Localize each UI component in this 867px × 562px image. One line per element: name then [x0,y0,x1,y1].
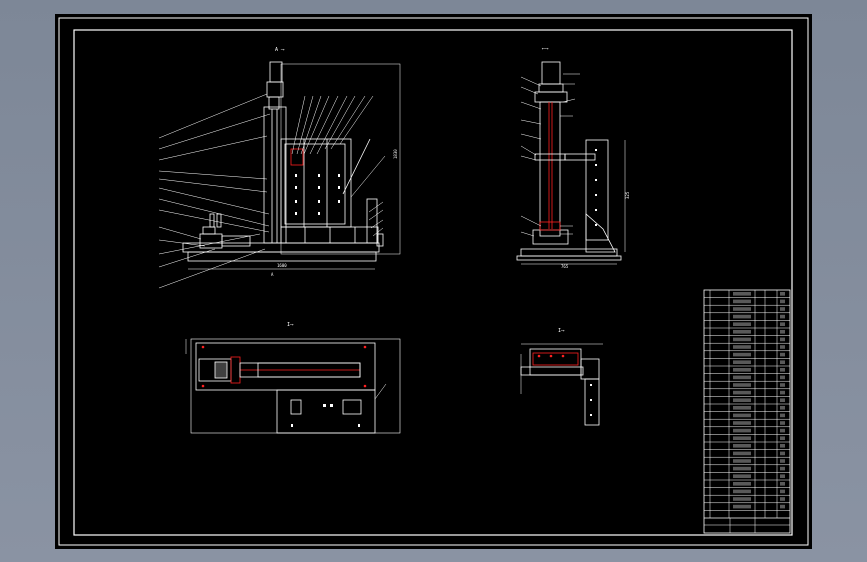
bom-cell-text [780,345,785,349]
bom-cell-text [780,375,785,380]
bom-cell-text [780,398,785,402]
detail-view-label: I⟶ [558,328,565,334]
bom-cell-text [733,489,751,494]
bom-cell-text [780,436,785,440]
bom-cell-text [780,421,785,425]
bom-cell-text [780,352,785,357]
plan-view-label: I⟶ [287,322,294,328]
bom-cell-text [733,368,751,372]
bom-cell-text [780,474,785,478]
bom-cell-text [733,436,751,440]
bom-cell-text [780,368,785,372]
bom-cell-text [780,444,785,448]
bom-cell-text [780,413,785,418]
bom-cell-text [733,314,751,319]
bom-cell-text [780,360,785,364]
bom-cell-text [780,504,785,509]
bom-cell-text [780,489,785,494]
bom-cell-text [780,292,785,296]
bom-cell-text [780,330,785,334]
bom-cell-text [780,337,785,342]
drawing-svg: A ⟶ [58,17,809,546]
bom-cell-text [780,307,785,311]
bom-cell-text [780,451,785,456]
side-height-dim: 325 [625,191,630,199]
bom-cell-text [733,360,751,364]
bom-cell-text [733,413,751,418]
detail-view: I⟶ [520,328,603,426]
bom-cell-text [733,337,751,342]
bom-cell-text [733,322,751,326]
bom-cell-text [733,292,751,296]
bom-cell-text [733,421,751,425]
bom-cell-text [780,497,785,501]
bom-cell-text [780,383,785,387]
bom-cell-text [733,383,751,387]
bom-cell-text [733,352,751,357]
outer-frame [58,17,809,546]
bom-cell-text [780,390,785,395]
bom-cell-text [780,428,785,433]
bom-cell-text [780,466,785,471]
section-mark-a: A [271,272,274,277]
bom-cell-text [780,314,785,319]
side-view-label: ⟵⟶ [541,46,549,52]
bom-cell-text [733,504,751,509]
bom-cell-text [733,428,751,433]
plan-view: I⟶ [185,322,401,434]
front-view: A ⟶ [158,47,401,289]
bom-cell-text [733,482,751,486]
front-height-dim: 1830 [393,149,398,159]
bom-cell-text [733,375,751,380]
bom-cell-text [780,482,785,486]
bom-cell-text [733,466,751,471]
bom-cell-text [733,398,751,402]
bom-cell-text [733,451,751,456]
bom-cell-text [733,459,751,463]
bom-cell-text [733,299,751,304]
bom-cell-text [733,497,751,501]
front-width-dim: 1600 [277,263,287,268]
bom-cell-text [733,330,751,334]
bom-cell-text [780,299,785,304]
side-width-dim: 765 [561,264,569,269]
inner-frame [73,29,793,536]
bom-cell-text [780,406,785,410]
bom-cell-text [733,307,751,311]
side-view: ⟵⟶ 325 765 [516,46,630,269]
bom-table [703,289,791,534]
bom-cell-text [733,474,751,478]
front-view-label: A ⟶ [275,47,285,53]
bom-cell-text [733,444,751,448]
bom-cell-text [733,345,751,349]
bom-cell-text [733,390,751,395]
bom-cell-text [780,459,785,463]
bom-cell-text [780,322,785,326]
cad-drawing-canvas: A ⟶ [55,14,812,549]
bom-cell-text [733,406,751,410]
